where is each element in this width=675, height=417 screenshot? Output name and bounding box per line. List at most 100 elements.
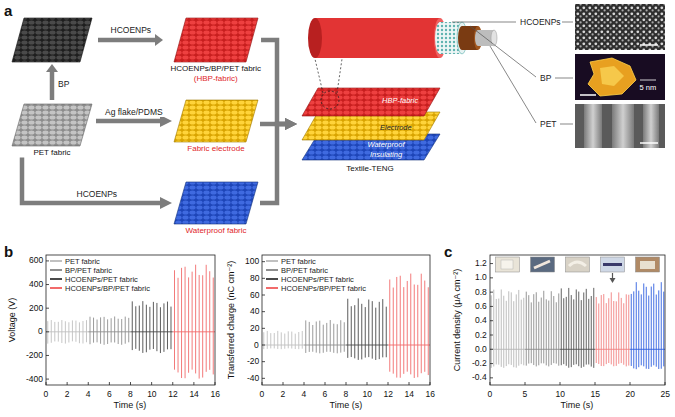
tick-mark xyxy=(46,355,49,356)
photo-inset xyxy=(601,257,625,272)
tick-label: 25 xyxy=(661,390,670,399)
fabric-illustration xyxy=(12,18,258,224)
tick-label: 12 xyxy=(384,390,393,399)
legend-text: PET fabric xyxy=(65,257,100,266)
tick-mark xyxy=(46,260,49,261)
tick-label: 0 xyxy=(260,390,265,399)
layer-label: Electrode xyxy=(380,124,412,132)
process-arrow xyxy=(98,38,156,43)
legend-text: PET fabric xyxy=(281,257,316,266)
axis-title: Voltage (V) xyxy=(8,298,18,343)
tick-label: 10 xyxy=(147,390,156,399)
signal-trace xyxy=(595,292,630,366)
scale-label: 5 nm xyxy=(640,84,657,92)
tick-mark xyxy=(490,335,493,336)
tick-mark xyxy=(46,379,49,380)
tick-label: 400 xyxy=(29,280,43,289)
tick-mark xyxy=(193,382,194,385)
legend-swatch xyxy=(266,287,278,289)
fabric-illustration xyxy=(174,182,258,224)
tick-label: 40 xyxy=(250,307,259,316)
micrograph xyxy=(575,54,665,100)
tick-label: 16 xyxy=(211,390,220,399)
tick-label: 0 xyxy=(44,390,49,399)
tick-label: 5 xyxy=(523,390,528,399)
tick-mark xyxy=(325,382,326,385)
signal-trace xyxy=(490,289,525,367)
tick-label: 4 xyxy=(302,390,307,399)
tick-mark xyxy=(262,261,265,262)
node-caption: Waterproof fabric xyxy=(172,226,260,236)
legend-swatch xyxy=(266,260,278,262)
tick-label: 100 xyxy=(245,257,259,266)
leader-line xyxy=(452,22,516,23)
device-stack-illustration xyxy=(321,91,339,109)
tick-label: -0.4 xyxy=(472,373,487,382)
signal-trace xyxy=(630,282,665,369)
photo-inset xyxy=(603,263,622,266)
plot-frame xyxy=(490,255,665,385)
tick-mark xyxy=(490,320,493,321)
signal-trace xyxy=(525,291,560,367)
tick-mark xyxy=(67,382,68,385)
tick-label: 0.2 xyxy=(475,331,487,340)
fiber-illustration xyxy=(491,30,497,46)
process-label: BP xyxy=(58,80,69,89)
legend-text: BP/PET fabric xyxy=(281,266,328,275)
legend-item: PET fabric xyxy=(266,257,316,266)
axis-title: Time (s) xyxy=(114,401,147,411)
tick-mark xyxy=(346,382,347,385)
photo-inset xyxy=(496,257,520,272)
tick-mark xyxy=(46,331,49,332)
process-arrow xyxy=(46,34,163,100)
tick-mark xyxy=(46,382,47,385)
tick-mark xyxy=(283,382,284,385)
signal-trace xyxy=(388,274,430,378)
signal-trace xyxy=(88,316,130,344)
panel-letter: b xyxy=(4,244,13,261)
tick-label: 10 xyxy=(363,390,372,399)
tick-mark xyxy=(490,306,493,307)
legend-swatch xyxy=(50,269,62,271)
micrograph xyxy=(640,142,658,144)
tick-mark xyxy=(490,382,491,385)
photo-inset xyxy=(610,278,616,283)
micrograph xyxy=(612,104,634,148)
layer-label: Insulating xyxy=(370,151,402,159)
leader-line xyxy=(452,22,573,124)
tick-label: 0 xyxy=(254,341,259,350)
tick-label: 1.2 xyxy=(475,259,487,268)
tick-mark xyxy=(630,382,631,385)
tick-label: 2 xyxy=(65,390,70,399)
tick-label: 6 xyxy=(323,390,328,399)
tick-mark xyxy=(172,382,173,385)
legend-swatch xyxy=(50,287,62,289)
chart-plot xyxy=(46,255,215,385)
micrograph xyxy=(584,104,602,148)
legend-swatch xyxy=(50,260,62,262)
legend-text: BP/PET fabric xyxy=(65,266,112,275)
chart-area xyxy=(46,255,665,385)
tick-label: 1.0 xyxy=(475,273,487,282)
tick-mark xyxy=(262,295,265,296)
layer-label: HBP-fabric xyxy=(382,97,418,105)
photo-inset xyxy=(636,257,660,272)
tick-mark xyxy=(367,382,368,385)
part-label: PET xyxy=(540,120,557,129)
plot-frame xyxy=(262,255,430,385)
tick-label: 16 xyxy=(426,390,435,399)
plot-frame xyxy=(46,255,215,385)
tick-label: -200 xyxy=(26,351,43,360)
legend-item: HCOENPs/BP/PET fabric xyxy=(266,284,366,293)
tick-label: -0.2 xyxy=(472,359,487,368)
micrograph xyxy=(640,80,656,81)
micrograph xyxy=(580,94,596,96)
tick-label: 6 xyxy=(107,390,112,399)
legend-text: HCOENPs/PET fabric xyxy=(281,275,354,284)
signal-trace xyxy=(346,298,388,360)
tick-mark xyxy=(262,361,265,362)
legend-item: BP/PET fabric xyxy=(50,266,112,275)
